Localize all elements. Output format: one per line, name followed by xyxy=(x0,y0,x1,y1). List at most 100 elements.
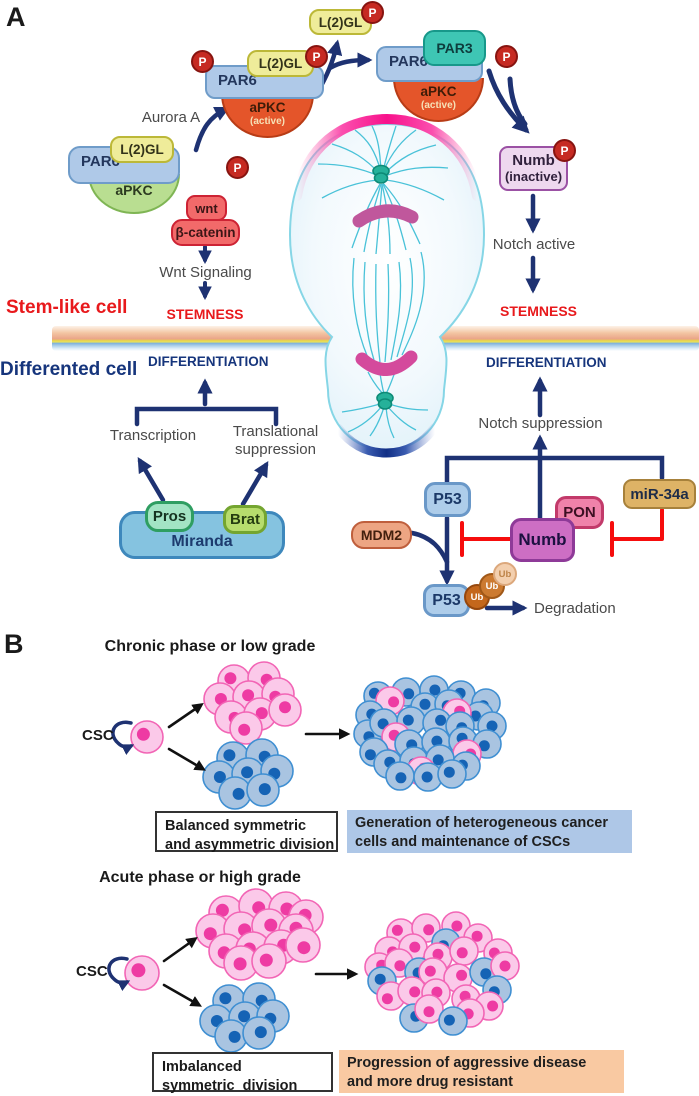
chronic-pink-cluster xyxy=(203,661,302,745)
mdm2-box: MDM2 xyxy=(351,521,412,549)
arrow-csc-to-pink-cluster-acute xyxy=(162,937,198,963)
transcription-label: Transcription xyxy=(109,427,197,444)
apkc-active-label: aPKC xyxy=(420,84,457,99)
aurora-a-label: Aurora A xyxy=(141,109,201,126)
phosphate-label: P xyxy=(312,49,321,64)
ub-label: Ub xyxy=(498,568,512,580)
bracket-p53-numb-mir34a xyxy=(444,455,665,485)
phosphate-label: P xyxy=(560,143,569,158)
arrow-pros-to-transcription xyxy=(137,457,166,503)
pros-label: Pros xyxy=(152,508,187,525)
acute-blue-cluster xyxy=(199,982,290,1053)
notch-suppression-label: Notch suppression xyxy=(478,415,603,432)
numb-label: Numb xyxy=(518,530,567,549)
phosphate-circle-numb: P xyxy=(553,139,576,162)
phosphate-circle-free-right: P xyxy=(495,45,518,68)
chronic-blue-cluster xyxy=(202,738,294,810)
numb-box: Numb xyxy=(510,518,575,562)
csc-label-acute: CSC xyxy=(76,963,108,980)
brat-label: Brat xyxy=(229,511,260,528)
miranda-label: Miranda xyxy=(171,533,233,550)
phosphate-circle-free-left: P xyxy=(226,156,249,179)
arrow-csc-to-blue-cluster-acute xyxy=(162,983,202,1007)
differentiation-left-label: DIFFERENTIATION xyxy=(148,354,269,369)
generation-heterogeneous-box: Generation of heterogeneous cancer cells… xyxy=(347,810,632,853)
panel-b-label: B xyxy=(4,629,24,659)
apkc-label: aPKC xyxy=(115,182,153,198)
mir34a-box: miR-34a xyxy=(623,479,696,509)
apical-pink-cortex xyxy=(292,113,482,201)
arrow-phospho-numb xyxy=(486,68,530,134)
stemness-right-label: STEMNESS xyxy=(500,303,578,319)
arrow-csc-to-pink-cluster-chronic xyxy=(167,703,204,729)
phosphate-circle-l2gl-released: P xyxy=(361,1,384,24)
csc-cell-acute xyxy=(124,955,160,991)
par6-label: PAR6 xyxy=(218,72,257,89)
bracket-transcription-translation xyxy=(134,406,279,427)
chromosome-bottom xyxy=(355,350,418,376)
phosphate-circle-l2gl-mid: P xyxy=(305,45,328,68)
progression-line1: Progression of aggressive disease xyxy=(347,1055,587,1071)
p53-label: P53 xyxy=(432,591,461,609)
arrow-to-par3-complex xyxy=(327,52,373,71)
pon-label: PON xyxy=(563,504,596,521)
phosphate-label: P xyxy=(368,5,377,20)
wnt-signaling-label: Wnt Signaling xyxy=(159,264,252,281)
p53-box: P53 xyxy=(424,482,471,517)
wnt-label: wnt xyxy=(195,200,218,216)
l2gl-label: L(2)GL xyxy=(318,14,363,30)
imbalanced-line2: symmetric division xyxy=(162,1077,298,1094)
panel-a-label: A xyxy=(6,2,26,32)
imbalanced-line1: Imbalanced xyxy=(162,1059,242,1075)
arrow-csc-to-blue-cluster-chronic xyxy=(167,747,206,771)
ub-label: Ub xyxy=(485,580,499,592)
translational-suppression-label: Translational suppression xyxy=(228,423,323,458)
par3-box: PAR3 xyxy=(423,30,486,66)
csc-self-renewal-arrow-acute xyxy=(107,956,131,992)
apkc-active-sub: (active) xyxy=(249,115,285,127)
translational-line2: suppression xyxy=(235,440,316,458)
acute-mixed-cluster xyxy=(364,911,520,1036)
l2gl-label: L(2)GL xyxy=(120,142,164,157)
arrow-phospho-numb-branch xyxy=(507,76,528,127)
centrosome-top xyxy=(372,164,390,184)
mdm2-label: MDM2 xyxy=(360,527,403,543)
l2gl-label: L(2)GL xyxy=(258,56,303,71)
chronic-title: Chronic phase or low grade xyxy=(104,638,316,655)
ubiquitin-circle-2: Ub xyxy=(479,573,505,599)
apkc-active-label: aPKC xyxy=(249,100,286,115)
translational-line1: Translational xyxy=(232,423,319,440)
generation-line1: Generation of heterogeneous cancer xyxy=(355,815,609,831)
numb-label: Numb xyxy=(512,152,555,170)
csc-self-renewal-arrow-chronic xyxy=(111,720,135,756)
progression-aggressive-box: Progression of aggressive disease and mo… xyxy=(339,1050,624,1093)
chromosome-top xyxy=(352,204,419,228)
wnt-box: wnt xyxy=(186,195,227,221)
p53-ubiquitinated-box: P53 xyxy=(423,584,470,617)
par6-label: PAR6 xyxy=(389,53,428,70)
phosphate-label: P xyxy=(233,160,242,175)
ubiquitin-circle-3: Ub xyxy=(493,562,517,586)
balanced-line1: Balanced symmetric xyxy=(165,818,307,834)
csc-label-chronic: CSC xyxy=(82,727,114,744)
l2gl-box-mid: L(2)GL xyxy=(247,50,314,77)
centrosome-bottom xyxy=(376,391,394,410)
differented-cell-label: Differented cell xyxy=(0,359,138,380)
csc-cell-chronic xyxy=(130,720,164,754)
arrow-mdm2-merge xyxy=(409,530,450,565)
generation-line2: cells and maintenance of CSCs xyxy=(355,833,571,850)
pon-box: PON xyxy=(555,496,604,529)
numb-inactive-label: (inactive) xyxy=(504,168,563,184)
par3-label: PAR3 xyxy=(436,40,473,56)
arrow-brat-to-translation xyxy=(240,461,269,507)
acute-title: Acute phase or high grade xyxy=(99,869,301,886)
basal-navy-cortex xyxy=(333,422,440,458)
stemness-left-label: STEMNESS xyxy=(166,306,244,322)
cell-membrane xyxy=(288,122,486,452)
dividing-cell-illustration xyxy=(288,113,486,458)
beta-catenin-label: β-catenin xyxy=(175,225,236,240)
differentiation-right-label: DIFFERENTIATION xyxy=(486,355,607,370)
phosphate-circle-par6-mid: P xyxy=(191,50,214,73)
